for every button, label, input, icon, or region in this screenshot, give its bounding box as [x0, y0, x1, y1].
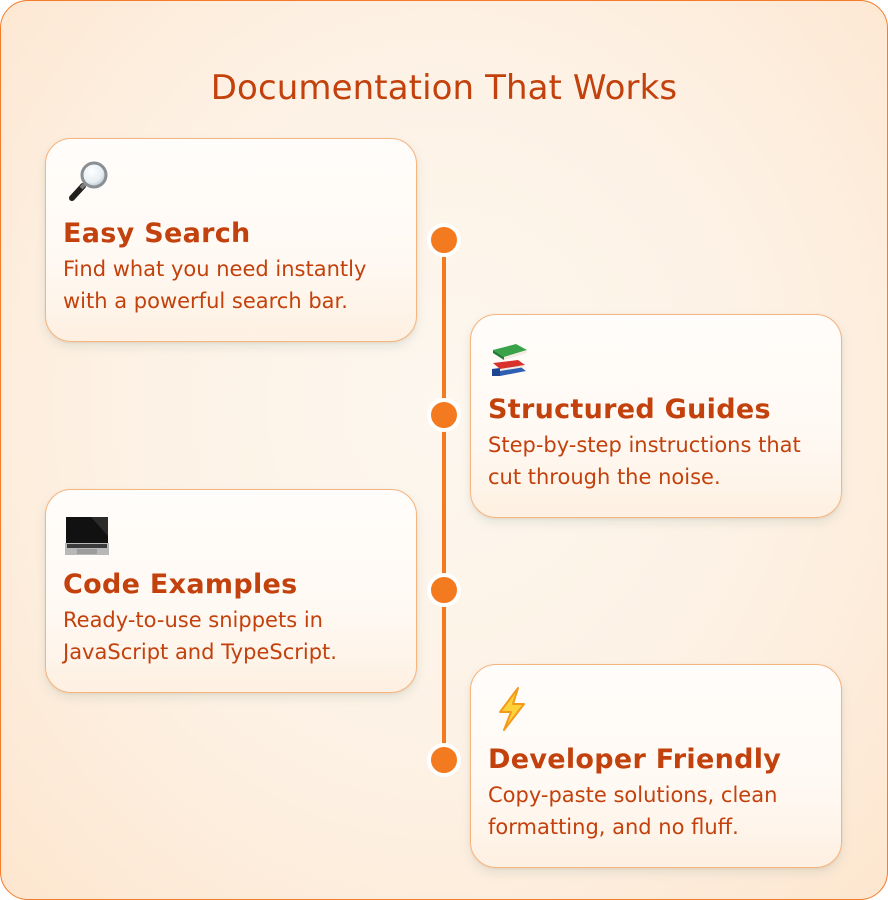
- timeline-dot-4: [427, 743, 461, 777]
- timeline-dot-3: [427, 573, 461, 607]
- lightning-bolt-icon: [499, 687, 525, 731]
- feature-description: Ready-to-use snippets in JavaScript and …: [63, 608, 337, 664]
- laptop-icon: [65, 517, 109, 555]
- feature-description: Find what you need instantly with a powe…: [63, 257, 367, 313]
- feature-heading: Developer Friendly: [488, 744, 782, 775]
- page-title: Documentation That Works: [210, 67, 678, 108]
- feature-description: Copy-paste solutions, clean formatting, …: [488, 783, 778, 839]
- timeline-dot-1: [427, 223, 461, 257]
- feature-card-code-examples: Code Examples Ready-to-use snippets in J…: [45, 489, 417, 693]
- feature-card-developer-friendly: Developer Friendly Copy-paste solutions,…: [470, 664, 842, 868]
- feature-description: Step-by-step instructions that cut throu…: [488, 433, 801, 489]
- books-icon: [492, 344, 527, 376]
- feature-card-easy-search: Easy Search Find what you need instantly…: [45, 138, 417, 342]
- feature-heading: Structured Guides: [488, 394, 771, 425]
- feature-heading: Code Examples: [63, 569, 298, 600]
- timeline-line: [442, 239, 446, 761]
- magnifying-glass-icon: [69, 161, 108, 201]
- feature-card-structured-guides: Structured Guides Step-by-step instructi…: [470, 314, 842, 518]
- feature-heading: Easy Search: [63, 218, 251, 249]
- timeline-dot-2: [427, 398, 461, 432]
